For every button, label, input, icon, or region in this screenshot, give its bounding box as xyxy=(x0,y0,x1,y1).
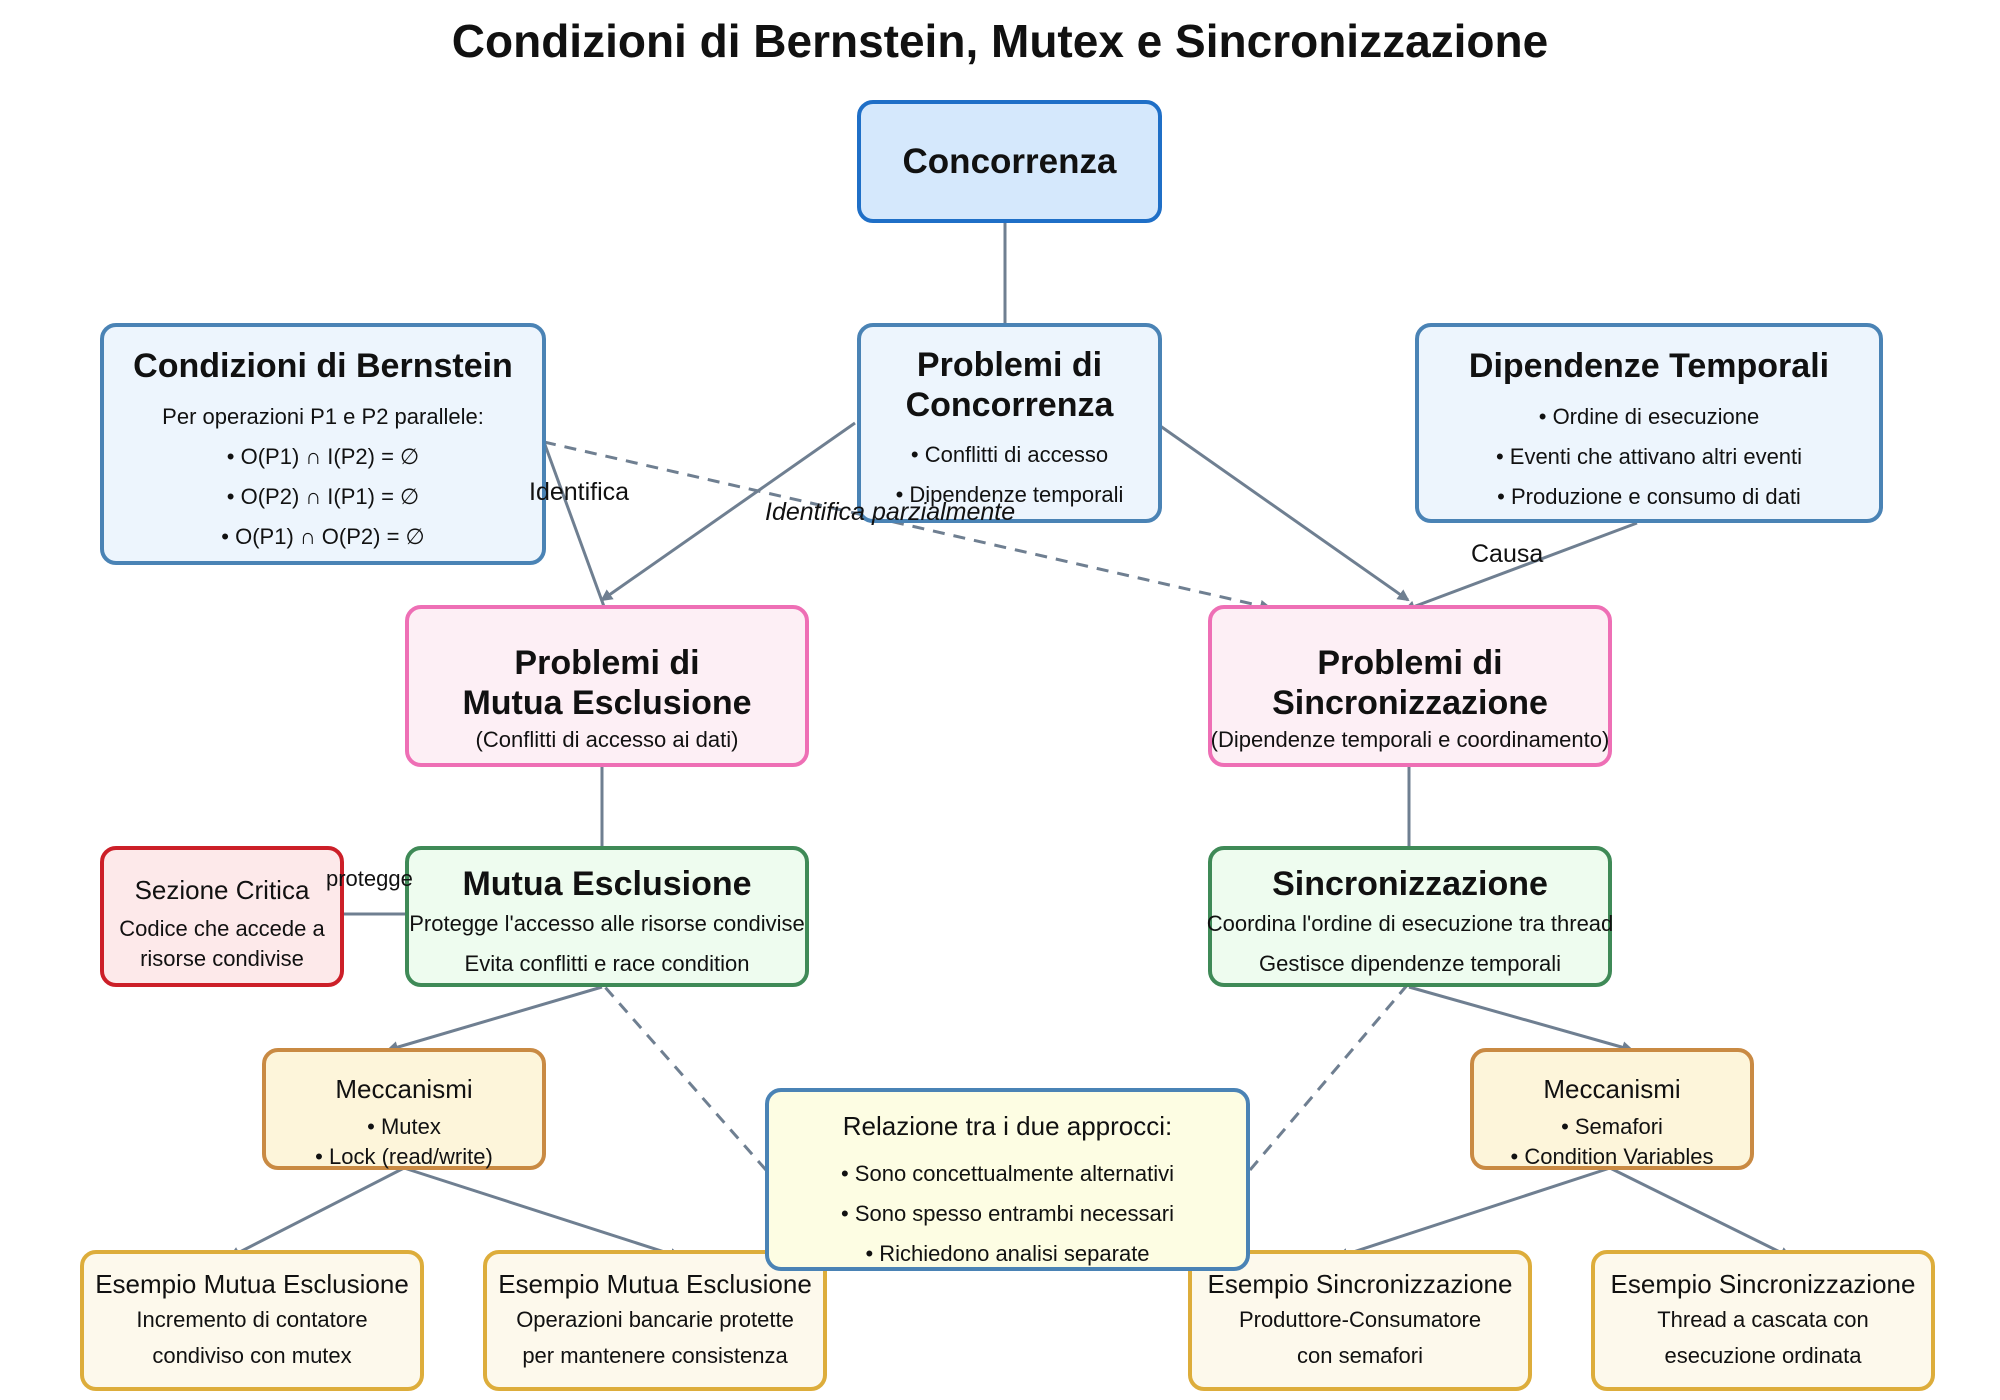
node-meccanismi-sinc: Meccanismi • Semafori • Condition Variab… xyxy=(1470,1048,1754,1170)
edge-bernstein-identifica-parzialmente xyxy=(543,440,1272,612)
node-esempio-mutua-1: Esempio Mutua Esclusione Incremento di c… xyxy=(80,1250,424,1391)
node-problemi-concorrenza-title-2: Concorrenza xyxy=(905,386,1114,424)
node-sezione-critica-title: Sezione Critica xyxy=(134,875,310,905)
node-dipendenze-title: Dipendenze Temporali xyxy=(1468,347,1830,385)
node-es-sinc-2-line-1: Thread a cascata con xyxy=(1657,1307,1869,1332)
node-problemi-concorrenza-item-2: • Dipendenze temporali xyxy=(895,482,1124,507)
node-problemi-sinc-title-2: Sincronizzazione xyxy=(1272,684,1548,722)
node-mecc-mutex-item-1: • Mutex xyxy=(367,1114,441,1139)
node-problemi-mutua-esclusione: Problemi di Mutua Esclusione (Conflitti … xyxy=(405,605,809,767)
node-es-mutua-1-line-1: Incremento di contatore xyxy=(136,1307,368,1332)
node-mecc-sinc-item-1: • Semafori xyxy=(1561,1114,1663,1139)
node-bernstein-line-4: • O(P1) ∩ O(P2) = ∅ xyxy=(221,524,425,549)
edge-problemi-to-sinc xyxy=(1155,421,1410,602)
edge-relazione-to-mutua xyxy=(588,968,768,1171)
node-es-sinc-2-line-2: esecuzione ordinata xyxy=(1664,1343,1862,1368)
edge-mutua-to-meccanismi xyxy=(386,985,603,1053)
edge-mecc-to-es-mutua-1 xyxy=(228,1166,405,1259)
node-mutua-line-2: Evita conflitti e race condition xyxy=(464,951,750,976)
edge-label-identifica-parzialmente: Identifica parzialmente xyxy=(765,498,1016,526)
node-bernstein: Condizioni di Bernstein Per operazioni P… xyxy=(100,323,546,565)
node-es-sinc-1-line-2: con semafori xyxy=(1297,1343,1423,1368)
node-dipendenze-item-2: • Eventi che attivano altri eventi xyxy=(1495,444,1803,469)
node-es-sinc-1-line-1: Produttore-Consumatore xyxy=(1238,1307,1482,1332)
node-problemi-concorrenza: Problemi di Concorrenza • Conflitti di a… xyxy=(857,323,1162,523)
node-mecc-sinc-title: Meccanismi xyxy=(1543,1074,1681,1104)
node-problemi-mutua-title-1: Problemi di xyxy=(514,644,700,682)
node-mecc-mutex-item-2: • Lock (read/write) xyxy=(315,1144,493,1169)
node-bernstein-line-1: Per operazioni P1 e P2 parallele: xyxy=(162,404,484,429)
node-dipendenze-temporali: Dipendenze Temporali • Ordine di esecuzi… xyxy=(1415,323,1883,523)
node-problemi-mutua-title-2: Mutua Esclusione xyxy=(462,684,752,722)
node-problemi-sinc-subtitle: (Dipendenze temporali e coordinamento) xyxy=(1210,727,1610,752)
edge-mecc-to-es-sinc-1 xyxy=(1336,1166,1611,1260)
node-sinc-line-2: Gestisce dipendenze temporali xyxy=(1258,951,1562,976)
node-bernstein-line-2: • O(P1) ∩ I(P2) = ∅ xyxy=(226,444,420,469)
node-esempio-sinc-2: Esempio Sincronizzazione Thread a cascat… xyxy=(1591,1250,1935,1391)
node-mutua-line-1: Protegge l'accesso alle risorse condivis… xyxy=(409,911,805,936)
node-es-mutua-1-line-2: condiviso con mutex xyxy=(152,1343,352,1368)
node-es-sinc-2-title: Esempio Sincronizzazione xyxy=(1610,1269,1916,1299)
node-bernstein-title: Condizioni di Bernstein xyxy=(133,347,513,385)
node-esempio-sinc-1: Esempio Sincronizzazione Produttore-Cons… xyxy=(1188,1250,1532,1391)
node-problemi-mutua-subtitle: (Conflitti di accesso ai dati) xyxy=(475,727,739,752)
node-esempio-mutua-2: Esempio Mutua Esclusione Operazioni banc… xyxy=(483,1250,827,1391)
edge-sinc-to-meccanismi xyxy=(1408,985,1634,1054)
node-sezione-critica-line-1: Codice che accede a xyxy=(119,916,325,941)
node-sinc-title: Sincronizzazione xyxy=(1272,865,1548,903)
node-es-sinc-1-title: Esempio Sincronizzazione xyxy=(1207,1269,1513,1299)
node-relazione-item-2: • Sono spesso entrambi necessari xyxy=(841,1201,1174,1226)
node-es-mutua-2-line-2: per mantenere consistenza xyxy=(522,1343,788,1368)
node-bernstein-line-3: • O(P2) ∩ I(P1) = ∅ xyxy=(226,484,420,509)
node-sinc-line-1: Coordina l'ordine di esecuzione tra thre… xyxy=(1206,911,1614,936)
node-relazione-item-1: • Sono concettualmente alternativi xyxy=(840,1161,1174,1186)
node-es-mutua-2-line-1: Operazioni bancarie protette xyxy=(516,1307,794,1332)
node-sezione-critica-line-2: risorse condivise xyxy=(140,946,304,971)
node-sezione-critica: Sezione Critica Codice che accede a riso… xyxy=(100,846,344,987)
node-es-mutua-2-title: Esempio Mutua Esclusione xyxy=(498,1269,812,1299)
node-relazione-title: Relazione tra i due approcci: xyxy=(842,1111,1173,1141)
node-mutua-title: Mutua Esclusione xyxy=(462,865,752,903)
node-mecc-sinc-item-2: • Condition Variables xyxy=(1510,1144,1714,1169)
node-concorrenza: Concorrenza xyxy=(857,100,1162,223)
node-problemi-concorrenza-item-1: • Conflitti di accesso xyxy=(910,442,1109,467)
node-es-mutua-1-title: Esempio Mutua Esclusione xyxy=(95,1269,409,1299)
edge-dipendenze-causa xyxy=(1403,521,1638,613)
node-relazione: Relazione tra i due approcci: • Sono con… xyxy=(765,1088,1250,1271)
diagram-title: Condizioni di Bernstein, Mutex e Sincron… xyxy=(451,15,1549,67)
node-meccanismi-mutex: Meccanismi • Mutex • Lock (read/write) xyxy=(262,1048,546,1170)
node-problemi-concorrenza-title-1: Problemi di xyxy=(916,346,1103,384)
node-dipendenze-item-1: • Ordine di esecuzione xyxy=(1538,404,1760,429)
node-mutua-esclusione: Mutua Esclusione Protegge l'accesso alle… xyxy=(405,846,809,987)
edge-relazione-to-sinc xyxy=(1248,968,1422,1171)
edge-label-protegge: protegge xyxy=(326,866,413,891)
node-mecc-mutex-title: Meccanismi xyxy=(335,1074,473,1104)
edge-mecc-to-es-mutua-2 xyxy=(403,1166,682,1260)
node-concorrenza-title: Concorrenza xyxy=(902,142,1117,181)
node-problemi-sincronizzazione: Problemi di Sincronizzazione (Dipendenze… xyxy=(1208,605,1612,767)
node-relazione-item-3: • Richiedono analisi separate xyxy=(865,1241,1150,1266)
edge-mecc-to-es-sinc-2 xyxy=(1609,1166,1792,1259)
edge-label-identifica: Identifica xyxy=(529,478,630,506)
node-sincronizzazione: Sincronizzazione Coordina l'ordine di es… xyxy=(1207,846,1613,987)
edge-bernstein-identifica xyxy=(542,441,613,625)
edge-problemi-to-mutua xyxy=(600,421,856,602)
edge-label-causa: Causa xyxy=(1471,540,1544,568)
node-problemi-sinc-title-1: Problemi di xyxy=(1317,644,1503,682)
node-dipendenze-item-3: • Produzione e consumo di dati xyxy=(1497,484,1801,509)
